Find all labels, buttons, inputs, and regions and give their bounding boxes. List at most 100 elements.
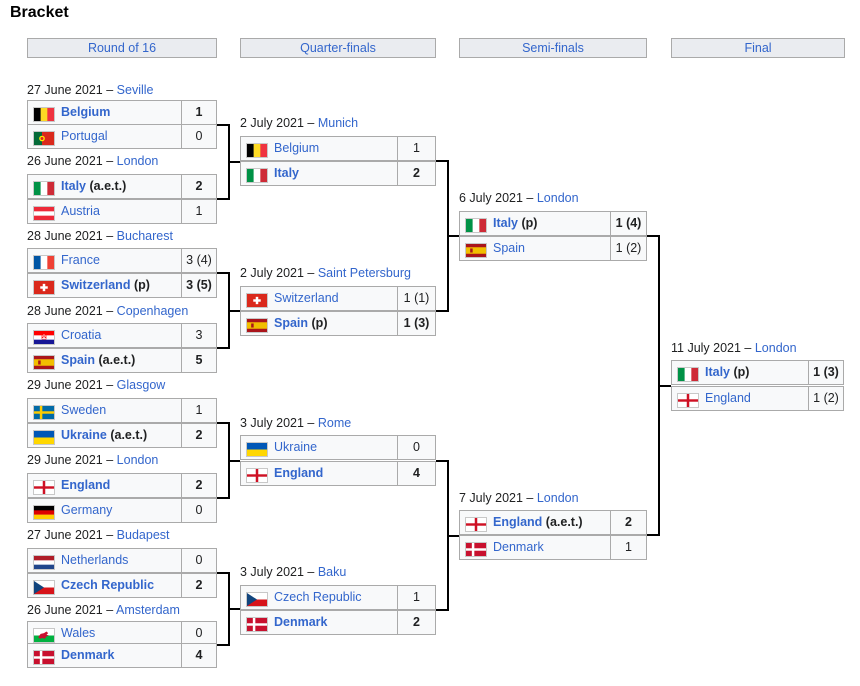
team-name-link[interactable]: England (a.e.t.) [493, 511, 583, 534]
venue-link[interactable]: London [536, 191, 579, 205]
team-name-link[interactable]: Ukraine [274, 436, 317, 459]
team-name-link[interactable]: Switzerland [274, 287, 339, 310]
team-name[interactable]: Belgium [274, 141, 320, 155]
team-name[interactable]: England [274, 466, 324, 480]
spain-flag-icon[interactable] [465, 243, 487, 258]
team-name-link[interactable]: Germany [61, 499, 112, 522]
spain-flag-icon[interactable] [33, 355, 55, 370]
team-name-link[interactable]: Italy (p) [705, 361, 749, 384]
venue-link[interactable]: London [754, 341, 797, 355]
belgium-flag-icon[interactable] [246, 143, 268, 158]
italy-flag-icon[interactable] [677, 367, 699, 382]
team-name[interactable]: Italy [274, 166, 300, 180]
team-name-link[interactable]: Belgium [274, 137, 319, 160]
team-name-link[interactable]: England [61, 474, 110, 497]
team-name-link[interactable]: Italy [274, 162, 299, 185]
team-name[interactable]: Switzerland [274, 291, 339, 305]
team-name[interactable]: Italy [493, 216, 519, 230]
team-name[interactable]: Netherlands [61, 553, 129, 567]
venue-link[interactable]: Seville [116, 83, 154, 97]
denmark-flag-icon[interactable] [33, 650, 55, 665]
team-name[interactable]: Austria [61, 204, 100, 218]
team-name-link[interactable]: Belgium [61, 101, 110, 124]
team-name-link[interactable]: Croatia [61, 324, 101, 347]
england-flag-icon[interactable] [465, 517, 487, 532]
team-name-link[interactable]: Denmark [274, 611, 328, 634]
round-header[interactable]: Semi-finals [459, 38, 647, 58]
venue-link[interactable]: Copenhagen [116, 304, 189, 318]
round-header[interactable]: Quarter-finals [240, 38, 436, 58]
team-name[interactable]: Sweden [61, 403, 107, 417]
france-flag-icon[interactable] [33, 255, 55, 270]
team-name[interactable]: England [61, 478, 111, 492]
czech-flag-icon[interactable] [33, 580, 55, 595]
team-name-link[interactable]: England [274, 462, 323, 485]
team-name-link[interactable]: France [61, 249, 100, 272]
team-name-link[interactable]: Czech Republic [61, 574, 154, 597]
team-name[interactable]: Denmark [61, 648, 115, 662]
team-name-link[interactable]: Italy (p) [493, 212, 537, 235]
austria-flag-icon[interactable] [33, 206, 55, 221]
venue-link[interactable]: Budapest [116, 528, 170, 542]
team-name-link[interactable]: Czech Republic [274, 586, 362, 609]
team-name[interactable]: Portugal [61, 129, 108, 143]
team-name[interactable]: Croatia [61, 328, 102, 342]
venue-link[interactable]: Saint Petersburg [317, 266, 411, 280]
team-name-link[interactable]: Portugal [61, 125, 108, 148]
team-name-link[interactable]: Austria [61, 200, 100, 223]
venue-link[interactable]: London [116, 154, 159, 168]
team-name[interactable]: Ukraine [61, 428, 107, 442]
team-name[interactable]: Belgium [61, 105, 111, 119]
team-name-link[interactable]: Spain [493, 237, 525, 260]
team-name[interactable]: France [61, 253, 100, 267]
ukraine-flag-icon[interactable] [33, 430, 55, 445]
venue-link[interactable]: Amsterdam [115, 603, 180, 617]
team-name[interactable]: Denmark [274, 615, 328, 629]
venue-link[interactable]: Rome [317, 416, 352, 430]
czech-flag-icon[interactable] [246, 592, 268, 607]
team-name[interactable]: Czech Republic [61, 578, 155, 592]
venue-link[interactable]: Bucharest [116, 229, 173, 243]
venue-link[interactable]: London [536, 491, 579, 505]
team-name-link[interactable]: Sweden [61, 399, 106, 422]
belgium-flag-icon[interactable] [33, 107, 55, 122]
team-name[interactable]: Switzerland [61, 278, 131, 292]
team-name-link[interactable]: Denmark [493, 536, 544, 559]
team-name[interactable]: England [705, 391, 751, 405]
switzerland-flag-icon[interactable] [33, 280, 55, 295]
team-name-link[interactable]: England [705, 387, 751, 410]
venue-link[interactable]: Munich [317, 116, 359, 130]
team-name-link[interactable]: Italy (a.e.t.) [61, 175, 126, 198]
england-flag-icon[interactable] [33, 480, 55, 495]
venue-link[interactable]: Glasgow [116, 378, 166, 392]
england-flag-icon[interactable] [246, 468, 268, 483]
team-name[interactable]: Wales [61, 626, 96, 640]
sweden-flag-icon[interactable] [33, 405, 55, 420]
portugal-flag-icon[interactable] [33, 131, 55, 146]
venue-link[interactable]: London [116, 453, 159, 467]
italy-flag-icon[interactable] [246, 168, 268, 183]
team-name[interactable]: Czech Republic [274, 590, 362, 604]
italy-flag-icon[interactable] [33, 181, 55, 196]
team-name[interactable]: England [493, 515, 543, 529]
croatia-flag-icon[interactable] [33, 330, 55, 345]
team-name[interactable]: Italy [705, 365, 731, 379]
team-name[interactable]: Ukraine [274, 440, 318, 454]
team-name-link[interactable]: Switzerland (p) [61, 274, 150, 297]
england-flag-icon[interactable] [677, 393, 699, 408]
germany-flag-icon[interactable] [33, 505, 55, 520]
team-name-link[interactable]: Netherlands [61, 549, 128, 572]
team-name-link[interactable]: Wales [61, 622, 95, 645]
venue-link[interactable]: Baku [317, 565, 347, 579]
team-name[interactable]: Germany [61, 503, 113, 517]
ukraine-flag-icon[interactable] [246, 442, 268, 457]
wales-flag-icon[interactable] [33, 628, 55, 643]
team-name[interactable]: Spain [274, 316, 309, 330]
round-header[interactable]: Round of 16 [27, 38, 217, 58]
team-name-link[interactable]: Denmark [61, 644, 115, 667]
team-name-link[interactable]: Spain (a.e.t.) [61, 349, 135, 372]
denmark-flag-icon[interactable] [246, 617, 268, 632]
denmark-flag-icon[interactable] [465, 542, 487, 557]
spain-flag-icon[interactable] [246, 318, 268, 333]
team-name[interactable]: Spain [61, 353, 96, 367]
